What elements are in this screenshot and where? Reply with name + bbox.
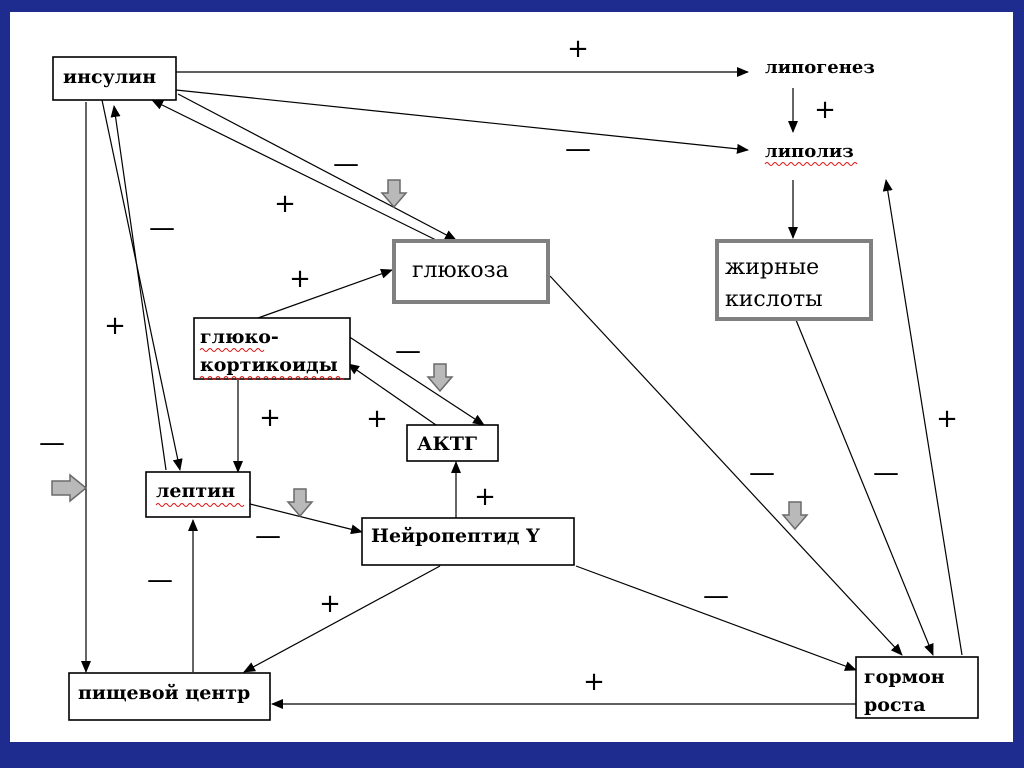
edge-neuropeptide-foodcenter <box>243 565 441 673</box>
spellcheck-underline <box>199 376 345 380</box>
edge-leptin-neuropeptide <box>249 503 363 535</box>
sign-plus: + <box>104 311 126 341</box>
sign-minus: — <box>39 428 65 458</box>
edge-glucose-insulin <box>151 99 437 241</box>
node-growth-hormone: гормон роста <box>855 656 979 719</box>
node-neuropeptide-y: Нейропептид Y <box>361 517 575 566</box>
node-label: глюко- <box>200 326 279 348</box>
sign-minus: — <box>149 213 175 243</box>
down-arrow-icon <box>427 363 453 392</box>
sign-minus: — <box>333 149 359 179</box>
sign-plus: + <box>474 482 496 512</box>
edge-insulin-glucose <box>177 93 457 241</box>
slide-canvas <box>10 12 1013 742</box>
edge-acth-glucocorticoids <box>347 363 437 426</box>
node-label: глюкоза <box>412 258 509 283</box>
spellcheck-underline <box>199 348 265 352</box>
node-label: гормон <box>864 666 945 688</box>
gray-arrows <box>51 179 808 530</box>
spellcheck-underline <box>764 162 858 166</box>
sign-minus: — <box>395 336 421 366</box>
sign-minus: — <box>873 458 899 488</box>
edge-insulin-leptin <box>101 99 183 471</box>
node-acth: АКТГ <box>406 424 499 462</box>
node-fatty-acids: жирные кислоты <box>715 239 873 321</box>
sign-plus: + <box>366 404 388 434</box>
edge-neuropeptide-growthhormone <box>575 565 857 671</box>
node-label: жирные <box>725 255 819 280</box>
sign-plus: + <box>274 189 296 219</box>
node-label: Нейропептид Y <box>371 525 540 547</box>
sign-plus: + <box>289 264 311 294</box>
sign-plus: + <box>319 589 341 619</box>
edge-glucocorticoids-acth <box>347 335 485 426</box>
sign-plus: + <box>259 403 281 433</box>
node-leptin: лептин <box>145 471 251 518</box>
edge-glucocorticoids-glucose <box>257 269 393 319</box>
sign-minus: — <box>703 581 729 611</box>
sign-minus: — <box>565 134 591 164</box>
node-label: кислоты <box>725 287 823 312</box>
node-label: роста <box>864 694 926 716</box>
down-arrow-icon <box>782 501 808 530</box>
node-glucose: глюкоза <box>392 239 550 304</box>
sign-minus: — <box>147 565 173 595</box>
node-lipogenesis: липогенез <box>765 57 875 78</box>
node-insulin: инсулин <box>52 56 177 101</box>
node-lipolysis: липолиз <box>764 141 858 166</box>
sign-plus: + <box>936 404 958 434</box>
node-label: липолиз <box>765 141 854 162</box>
edges <box>81 67 963 709</box>
spellcheck-underline <box>155 503 245 507</box>
sign-minus: — <box>749 458 775 488</box>
node-label: кортикоиды <box>200 354 338 376</box>
down-arrow-icon <box>287 488 313 517</box>
signs: + + — — + — + + — + + — + — — + — — — + … <box>39 34 958 697</box>
node-food-center: пищевой центр <box>68 672 271 721</box>
edge-fattyacids-growthhormone <box>795 319 934 656</box>
edge-leptin-insulin <box>110 105 167 471</box>
node-label: липогенез <box>765 57 875 78</box>
node-glucocorticoids: глюко- кортикоиды <box>193 317 351 380</box>
sign-plus: + <box>583 667 605 697</box>
node-label: АКТГ <box>417 433 477 455</box>
node-label: пищевой центр <box>78 682 250 704</box>
sign-plus: + <box>814 95 836 125</box>
edge-insulin-lipolysis <box>175 89 749 154</box>
right-arrow-icon <box>51 473 88 503</box>
sign-minus: — <box>255 521 281 551</box>
edge-glucose-growthhormone <box>549 275 903 656</box>
edge-growthhormone-lipolysis <box>882 179 963 656</box>
node-label: лептин <box>156 480 235 502</box>
node-label: инсулин <box>63 66 156 88</box>
sign-plus: + <box>567 34 589 64</box>
